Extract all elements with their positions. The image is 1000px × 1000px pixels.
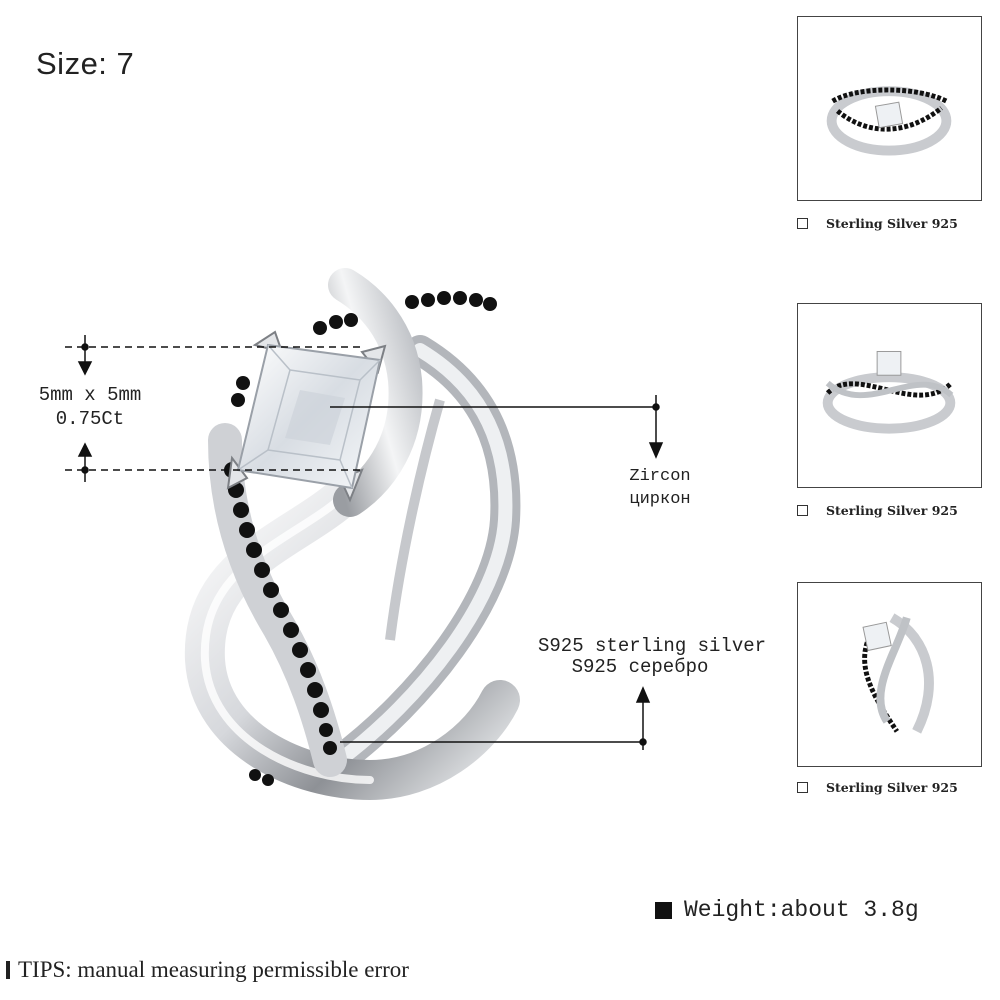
weight-line: Weight:about 3.8g (655, 897, 919, 923)
size-label: Size: 7 (36, 46, 135, 81)
stone-carat: 0.75Ct (55, 408, 125, 430)
onyx-stones (224, 291, 497, 786)
zircon-label-ru: циркон (629, 490, 691, 509)
zircon-label-en: Zircon (629, 467, 691, 486)
thumbnail-ring-image (822, 350, 956, 434)
thumbnail-caption-2[interactable]: Sterling Silver 925 (797, 503, 958, 518)
thumbnail-checkbox-2[interactable] (797, 505, 808, 516)
bullet-square-icon (655, 901, 672, 919)
dimension-markers (65, 335, 365, 482)
material-callout-line (340, 686, 651, 750)
material-label-ru: S925 серебро (571, 656, 709, 678)
zircon-callout-line (330, 395, 664, 459)
thumbnail-caption-3[interactable]: Sterling Silver 925 (797, 780, 958, 795)
thumbnail-checkbox-1[interactable] (797, 218, 808, 229)
thumbnail-ring-image (862, 613, 934, 734)
thumbnail-2[interactable] (797, 303, 982, 488)
ring-back-band (325, 335, 521, 775)
material-label-en: S925 sterling silver (538, 635, 767, 657)
thumbnail-checkbox-3[interactable] (797, 782, 808, 793)
thumbnail-1[interactable] (797, 16, 982, 201)
thumbnail-ring-image (826, 86, 952, 156)
thumbnail-3[interactable] (797, 582, 982, 767)
zircon-stone (236, 343, 382, 490)
thumbnail-caption-text: Sterling Silver 925 (826, 503, 958, 518)
ring-top-arm (328, 268, 423, 517)
stone-dimensions: 5mm x 5mm (38, 384, 142, 406)
thumbnail-caption-text: Sterling Silver 925 (826, 780, 958, 795)
bullet-bar-icon (6, 961, 10, 979)
weight-text: Weight:about 3.8g (684, 897, 919, 923)
tips-text: TIPS: manual measuring permissible error (18, 957, 409, 982)
thumbnail-caption-text: Sterling Silver 925 (826, 216, 958, 231)
tips-line: TIPS: manual measuring permissible error (6, 957, 409, 983)
thumbnail-caption-1[interactable]: Sterling Silver 925 (797, 216, 958, 231)
